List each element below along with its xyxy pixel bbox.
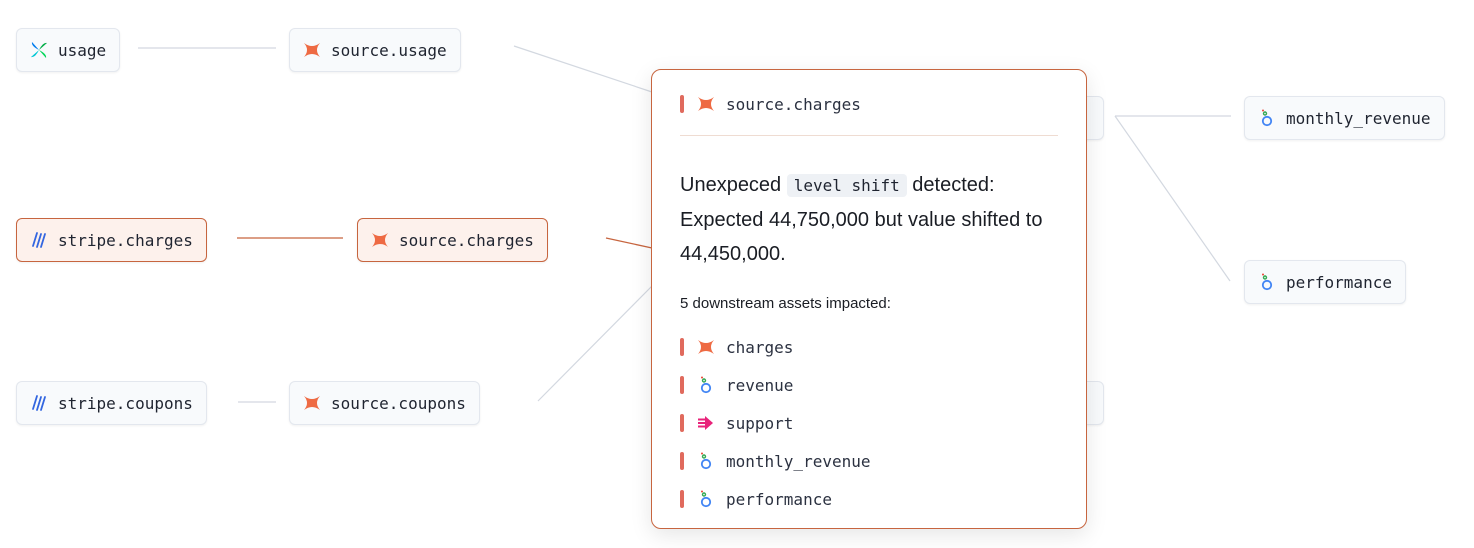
dbt-icon (302, 40, 322, 60)
severity-bar (680, 95, 684, 113)
node-usage[interactable]: usage (16, 28, 121, 72)
node-label: stripe.coupons (58, 393, 193, 413)
node-label: stripe.charges (58, 230, 193, 250)
impacted-assets-list: charges revenue (680, 328, 871, 518)
hightouch-icon (696, 413, 716, 433)
message-detail: detected: Expected 44,750,000 but value … (680, 174, 1043, 265)
node-monthly-revenue[interactable]: monthly_revenue (1244, 96, 1445, 140)
node-label: usage (58, 40, 107, 60)
looker-icon (1257, 108, 1277, 128)
edge-source-charges-to-hidden (605, 237, 653, 249)
severity-bar (680, 414, 684, 432)
stripe-icon (29, 393, 49, 413)
node-label: source.usage (331, 40, 447, 60)
node-label: performance (1286, 272, 1392, 292)
node-source-charges[interactable]: source.charges (357, 218, 548, 262)
node-label: source.coupons (331, 393, 466, 413)
node-source-usage[interactable]: source.usage (289, 28, 461, 72)
popover-divider (680, 135, 1058, 136)
node-source-coupons[interactable]: source.coupons (289, 381, 480, 425)
impact-heading: 5 downstream assets impacted: (680, 295, 891, 312)
dbt-icon (696, 337, 716, 357)
node-label: monthly_revenue (1286, 108, 1431, 128)
node-stripe-coupons[interactable]: stripe.coupons (16, 381, 207, 425)
node-performance[interactable]: performance (1244, 260, 1406, 304)
stripe-icon (29, 230, 49, 250)
impacted-asset-label: charges (726, 337, 794, 357)
dbt-icon (370, 230, 390, 250)
looker-icon (696, 375, 716, 395)
severity-bar (680, 490, 684, 508)
anomaly-message: Unexpeced level shift detected: Expected… (680, 168, 1070, 271)
edge-source-coupons-to-hidden (537, 285, 653, 402)
severity-bar (680, 452, 684, 470)
looker-icon (1257, 272, 1277, 292)
popover-header[interactable]: source.charges (680, 92, 861, 116)
edge-hidden-to-performance (1114, 115, 1231, 282)
impacted-asset[interactable]: performance (680, 480, 871, 518)
severity-bar (680, 338, 684, 356)
dbt-icon (302, 393, 322, 413)
airflow-icon (29, 40, 49, 60)
impacted-asset-label: support (726, 413, 794, 433)
message-prefix: Unexpeced (680, 174, 782, 196)
dbt-icon (696, 94, 716, 114)
popover-title: source.charges (726, 94, 861, 114)
impacted-asset[interactable]: revenue (680, 366, 871, 404)
looker-icon (696, 451, 716, 471)
impacted-asset-label: performance (726, 489, 832, 509)
impacted-asset-label: revenue (726, 375, 794, 395)
impacted-asset[interactable]: support (680, 404, 871, 442)
severity-bar (680, 376, 684, 394)
looker-icon (696, 489, 716, 509)
edge-source-usage-to-hidden (513, 45, 653, 93)
impacted-asset[interactable]: charges (680, 328, 871, 366)
node-stripe-charges[interactable]: stripe.charges (16, 218, 207, 262)
impacted-asset[interactable]: monthly_revenue (680, 442, 871, 480)
node-label: source.charges (399, 230, 534, 250)
anomaly-popover: source.charges Unexpeced level shift det… (651, 69, 1087, 529)
anomaly-type-chip: level shift (786, 174, 907, 197)
impacted-asset-label: monthly_revenue (726, 451, 871, 471)
